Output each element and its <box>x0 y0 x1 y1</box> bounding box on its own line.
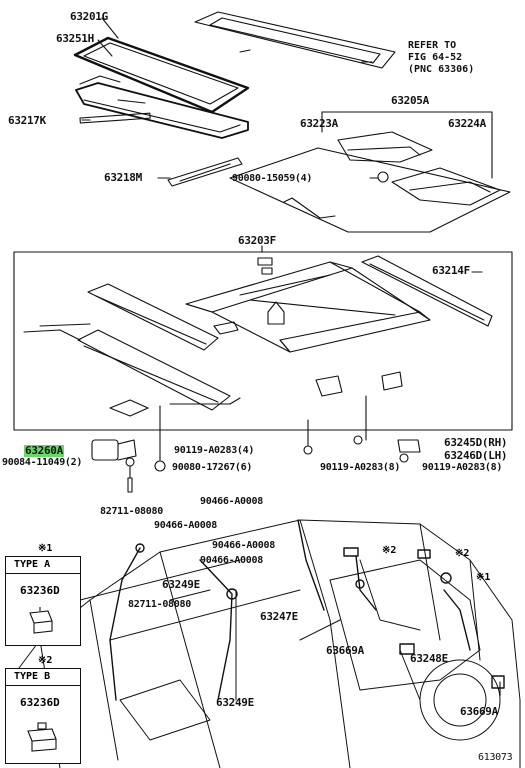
drip-channel <box>167 157 243 187</box>
sunroof-housing-frame <box>185 257 431 353</box>
callout-mark-type-b-2: ※2 <box>455 548 470 559</box>
part-label-63214f[interactable]: 63214F <box>432 264 470 277</box>
guide-rails <box>337 117 501 206</box>
part-label-63251h[interactable]: 63251H <box>56 32 94 45</box>
callout-mark-type-a: ※1 <box>476 572 491 583</box>
part-label-82711-08080-bottom[interactable]: 82711-08080 <box>128 599 191 610</box>
part-label-63248e[interactable]: 63248E <box>410 652 448 665</box>
legend-type-a-title: TYPE A <box>6 557 80 574</box>
part-label-63246d-lh[interactable]: 63246D(LH) <box>444 449 508 462</box>
part-label-63201g[interactable]: 63201G <box>70 10 108 23</box>
legend-type-a: TYPE A 63236D <box>5 556 81 646</box>
part-label-63249e-top[interactable]: 63249E <box>162 578 200 591</box>
assembly-frame <box>13 251 513 431</box>
part-label-90084-11049[interactable]: 90084-11049(2) <box>2 457 83 468</box>
brackets <box>315 371 403 397</box>
sunroof-glass-panel <box>194 11 396 69</box>
legend-type-b: TYPE B 63236D <box>5 668 81 764</box>
clip-type-a-icon <box>29 607 53 634</box>
part-label-63245d-rh[interactable]: 63245D(RH) <box>444 436 508 449</box>
legend-b-mark: ※2 <box>38 655 53 666</box>
front-deflector-rail <box>87 283 219 351</box>
part-label-90119-a0283-8-right[interactable]: 90119-A0283(8) <box>422 462 503 473</box>
reference-note-line1: REFER TO <box>408 40 457 51</box>
legend-a-mark: ※1 <box>38 543 53 554</box>
part-label-63260a[interactable]: 63260A <box>24 444 64 457</box>
part-label-90466-a0008-2[interactable]: 90466-A0008 <box>154 520 217 531</box>
drain-hoses <box>109 519 505 701</box>
legend-type-b-title: TYPE B <box>6 669 80 686</box>
fasteners <box>91 435 421 493</box>
part-label-63218m[interactable]: 63218M <box>104 171 142 184</box>
part-label-63669a-mid[interactable]: 63669A <box>326 644 364 657</box>
clip-type-b-icon <box>27 722 57 752</box>
callout-mark-type-b-1: ※2 <box>382 545 397 556</box>
part-label-63205a[interactable]: 63205A <box>391 94 429 107</box>
part-label-63249e-bottom[interactable]: 63249E <box>216 696 254 709</box>
part-label-63247e[interactable]: 63247E <box>260 610 298 623</box>
part-label-63669a-bottom[interactable]: 63669A <box>460 705 498 718</box>
part-label-63224a[interactable]: 63224A <box>448 117 486 130</box>
figure-id: 613073 <box>478 752 513 763</box>
legend-type-b-part[interactable]: 63236D <box>20 696 60 709</box>
reference-note-line3: (PNC 63306) <box>408 64 475 75</box>
legend-type-a-part[interactable]: 63236D <box>20 584 60 597</box>
part-label-90119-a0283-4[interactable]: 90119-A0283(4) <box>174 445 255 456</box>
part-label-82711-08080-top[interactable]: 82711-08080 <box>100 506 163 517</box>
part-label-63223a[interactable]: 63223A <box>300 117 338 130</box>
housing-outline <box>229 147 511 233</box>
reference-note-line2: FIG 64-52 <box>408 52 463 63</box>
vehicle-body <box>9 519 521 768</box>
rear-rail <box>361 255 493 327</box>
part-label-90466-a0008-4[interactable]: 90466-A0008 <box>200 555 263 566</box>
part-label-63217k[interactable]: 63217K <box>8 114 46 127</box>
left-guide-rail <box>23 323 241 417</box>
part-label-90080-15059[interactable]: 90080-15059(4) <box>232 173 313 184</box>
part-label-90466-a0008-3[interactable]: 90466-A0008 <box>212 540 275 551</box>
part-label-63203f[interactable]: 63203F <box>238 234 276 247</box>
sunshade-frame <box>75 75 249 139</box>
part-label-90080-17267[interactable]: 90080-17267(6) <box>172 462 253 473</box>
part-label-90466-a0008-1[interactable]: 90466-A0008 <box>200 496 263 507</box>
glass-weatherstrip <box>73 36 250 114</box>
part-label-90119-a0283-8-mid[interactable]: 90119-A0283(8) <box>320 462 401 473</box>
